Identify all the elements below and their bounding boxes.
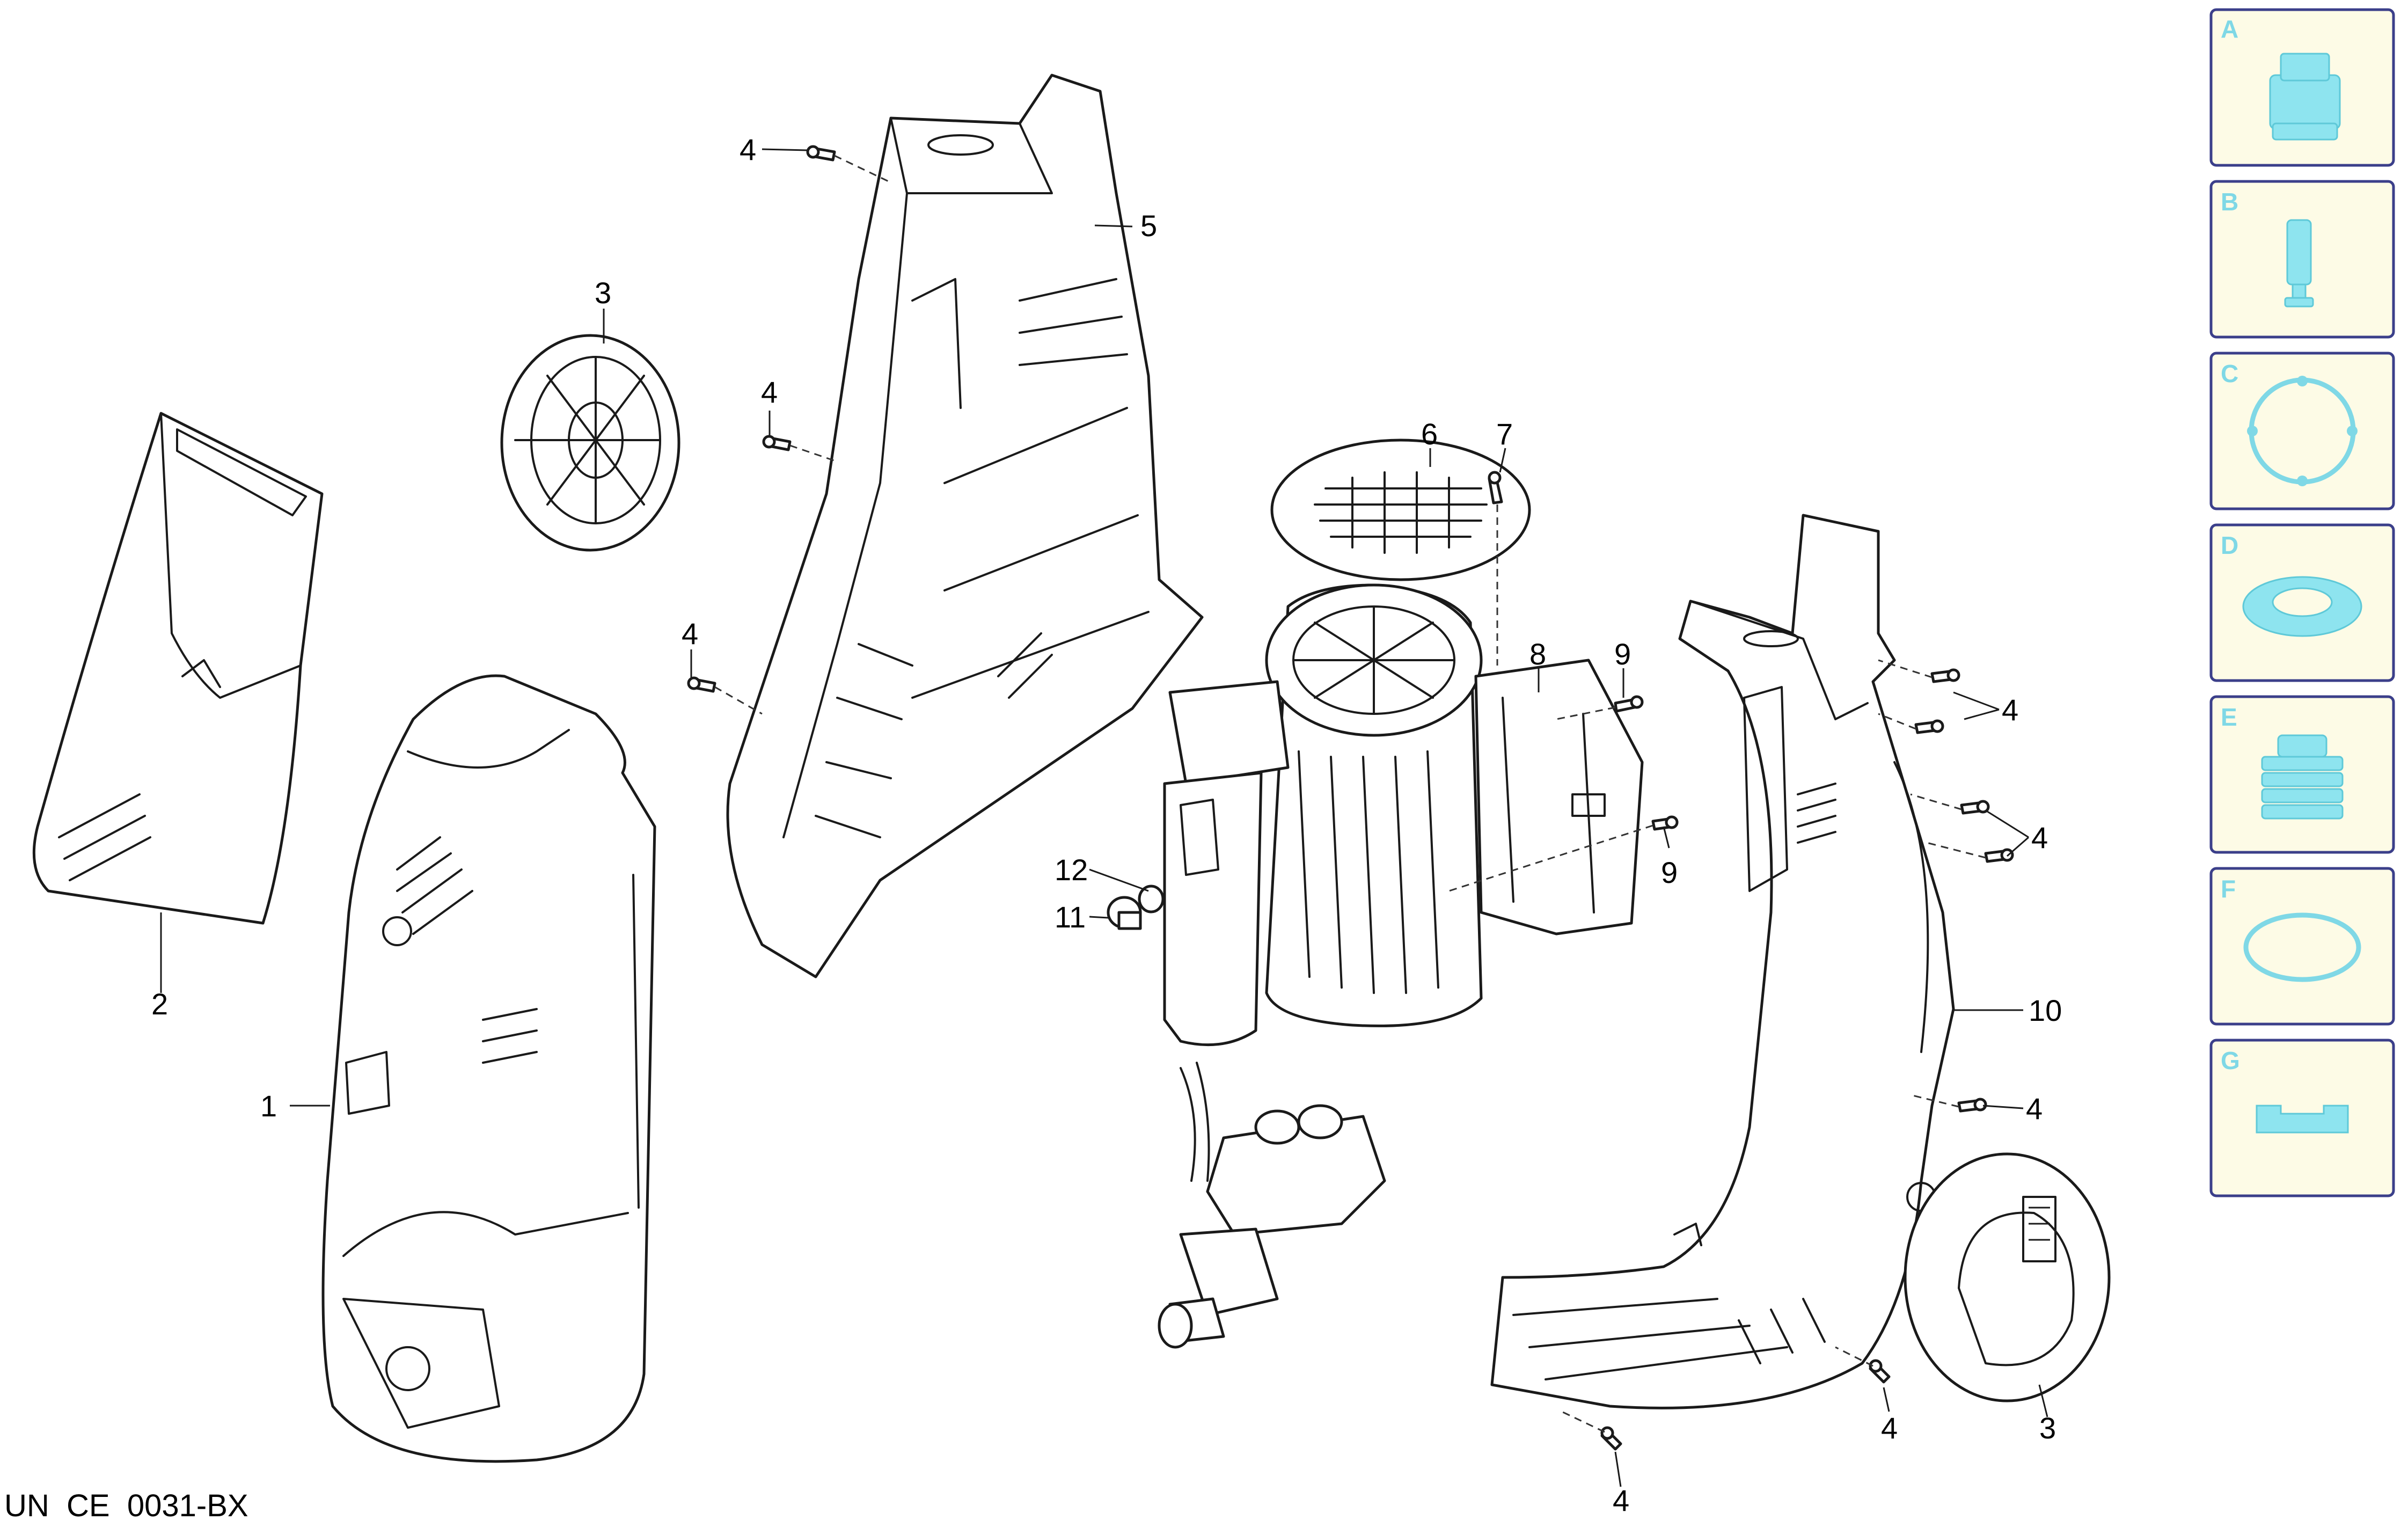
callout-4-e: 4 — [2031, 821, 2048, 854]
kit-legend: A B C — [2209, 8, 2395, 1197]
kit-e-letter: E — [2221, 703, 2237, 731]
callout-4-c: 4 — [682, 617, 698, 651]
screw-icon — [1651, 815, 1679, 831]
screw-icon — [1488, 471, 1503, 505]
callout-5: 5 — [1140, 209, 1157, 243]
part-1-front-cover[interactable] — [321, 674, 656, 1463]
callout-9-b: 9 — [1661, 856, 1678, 889]
screw-icon — [1869, 1359, 1891, 1384]
callout-6: 6 — [1421, 417, 1438, 451]
callout-3-lower: 3 — [2039, 1411, 2056, 1445]
callout-4-d: 4 — [2002, 693, 2018, 727]
callout-1: 1 — [260, 1089, 277, 1123]
screw-icon — [1957, 1098, 1987, 1113]
callout-4-h: 4 — [1613, 1484, 1629, 1517]
part-2-handle-cover[interactable] — [32, 412, 324, 925]
part-12-o-ring[interactable] — [1138, 885, 1165, 914]
valve-pin-icon — [2284, 219, 2314, 308]
kit-g-letter: G — [2221, 1047, 2240, 1075]
callout-7: 7 — [1496, 417, 1513, 451]
screw-icon — [1914, 719, 1944, 734]
drawing-filename: UN_CE_0031-BX — [4, 1488, 248, 1520]
kit-a-letter: A — [2221, 15, 2238, 43]
callout-11: 11 — [1055, 900, 1086, 934]
o-ring-plate-icon — [2247, 376, 2358, 486]
motor-assembly[interactable] — [1163, 583, 1644, 1047]
piston-seal-icon — [2261, 734, 2344, 820]
part-5-rear-housing[interactable] — [726, 74, 1204, 978]
screw-icon — [1960, 800, 1990, 815]
kit-d[interactable]: D — [2209, 523, 2395, 682]
pump-head[interactable] — [1158, 1062, 1386, 1349]
seal-kit-icon — [2269, 53, 2341, 141]
part-10-side-housing[interactable] — [1490, 514, 1955, 1409]
screw-icon — [687, 676, 716, 693]
callout-9-a: 9 — [1614, 637, 1631, 671]
assembly-guides — [714, 155, 1986, 1433]
screw-icon — [762, 435, 792, 451]
kit-a[interactable]: A — [2209, 8, 2395, 167]
o-ring-icon — [2243, 912, 2361, 982]
seal-ring-icon — [2242, 576, 2362, 637]
kit-b-letter: B — [2221, 188, 2238, 216]
kit-g[interactable]: G — [2209, 1039, 2395, 1197]
kit-f[interactable]: F — [2209, 867, 2395, 1026]
screws — [687, 145, 2014, 1451]
screw-icon — [1930, 668, 1960, 683]
kit-e[interactable]: E — [2209, 695, 2395, 854]
part-3-wheel-lower[interactable] — [1904, 1152, 2111, 1402]
callout-2: 2 — [151, 987, 168, 1021]
screw-icon — [1600, 1426, 1622, 1451]
callout-4-g: 4 — [1881, 1411, 1898, 1445]
kit-c-letter: C — [2221, 360, 2238, 388]
leader-lines — [160, 148, 2048, 1487]
screw-icon — [806, 145, 836, 162]
callout-10: 10 — [2029, 993, 2062, 1027]
callout-3-upper: 3 — [595, 276, 611, 310]
callout-4-f: 4 — [2026, 1092, 2043, 1126]
part-11-plug[interactable] — [1107, 896, 1142, 930]
callout-4-b: 4 — [761, 375, 778, 409]
bracket-icon — [2256, 1105, 2349, 1134]
screw-icon — [1984, 848, 2014, 863]
part-6-fan-cover[interactable] — [1270, 439, 1531, 581]
callout-4-a: 4 — [740, 133, 756, 166]
callout-12: 12 — [1055, 853, 1088, 887]
callout-8: 8 — [1529, 637, 1546, 671]
screw-icon — [1614, 695, 1644, 713]
kit-d-letter: D — [2221, 531, 2238, 559]
callout-labels: 1 2 3 4 4 4 5 6 7 8 9 9 4 4 10 4 3 4 4 1… — [151, 133, 2062, 1517]
part-3-wheel-upper[interactable] — [500, 334, 680, 552]
kit-c[interactable]: C — [2209, 352, 2395, 510]
kit-b[interactable]: B — [2209, 180, 2395, 339]
kit-f-letter: F — [2221, 875, 2236, 903]
